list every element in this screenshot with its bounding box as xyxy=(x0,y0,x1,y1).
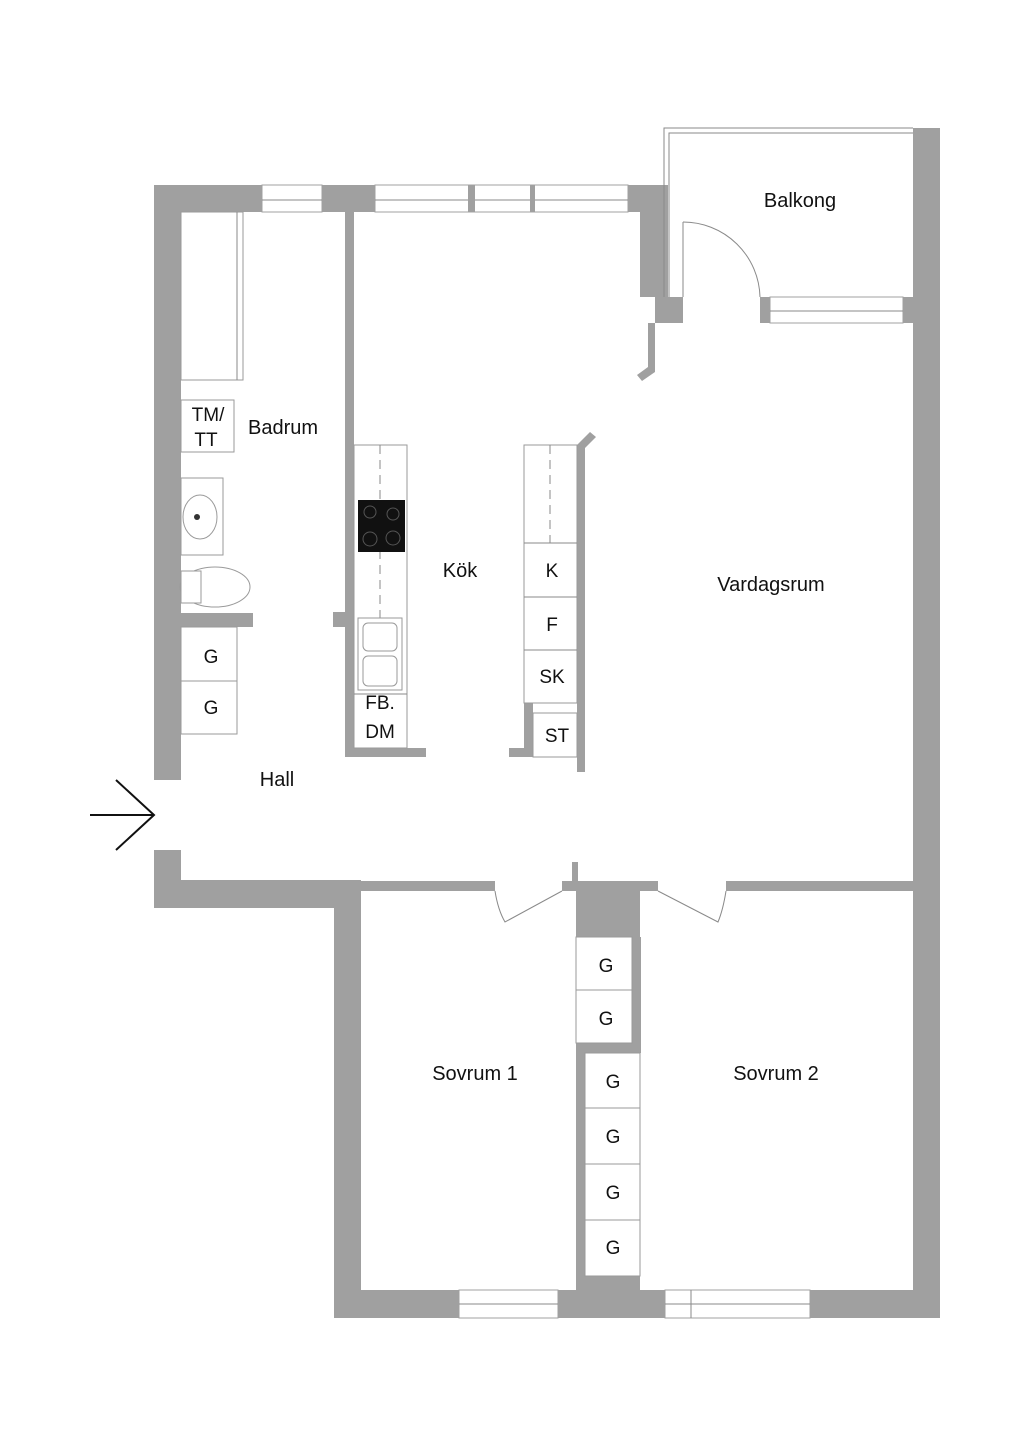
label-stad: ST xyxy=(545,726,570,747)
kitchen-fixtures xyxy=(353,444,578,758)
label-closet: G xyxy=(599,1009,614,1030)
label-frys: F xyxy=(546,615,558,636)
doors xyxy=(494,221,761,923)
room-label-kok: Kök xyxy=(443,560,478,582)
room-label-hall: Hall xyxy=(260,769,294,791)
label-dm: DM xyxy=(365,722,395,743)
label-closet: G xyxy=(606,1072,621,1093)
label-fb: FB. xyxy=(365,693,395,714)
balcony-door-swing xyxy=(682,221,761,298)
windows xyxy=(261,184,904,1319)
label-closet: G xyxy=(606,1238,621,1259)
room-label-sovrum1: Sovrum 1 xyxy=(432,1063,518,1085)
entrance-arrow-icon xyxy=(90,779,156,851)
label-closet: G xyxy=(606,1183,621,1204)
sovrum2-door-swing xyxy=(657,890,727,923)
label-tt: TT xyxy=(194,430,218,451)
label-closet: G xyxy=(204,647,219,668)
sovrum1-door-swing xyxy=(494,890,563,923)
label-closet: G xyxy=(606,1127,621,1148)
label-closet: G xyxy=(204,698,219,719)
label-kyl: K xyxy=(546,561,559,582)
room-label-badrum: Badrum xyxy=(248,417,318,439)
washer-dryer-box xyxy=(180,399,235,453)
bathtub xyxy=(180,211,244,381)
label-skafferi: SK xyxy=(539,667,565,688)
room-label-vardagsrum: Vardagsrum xyxy=(717,574,824,596)
balcony-outline xyxy=(663,127,913,297)
label-closet: G xyxy=(599,956,614,977)
label-tm: TM/ xyxy=(192,405,225,426)
room-label-sovrum2: Sovrum 2 xyxy=(733,1063,819,1085)
bedroom-closets xyxy=(575,936,641,1277)
bathroom-fixtures xyxy=(179,211,251,735)
walls xyxy=(154,128,940,1318)
room-label-balkong: Balkong xyxy=(764,190,836,212)
